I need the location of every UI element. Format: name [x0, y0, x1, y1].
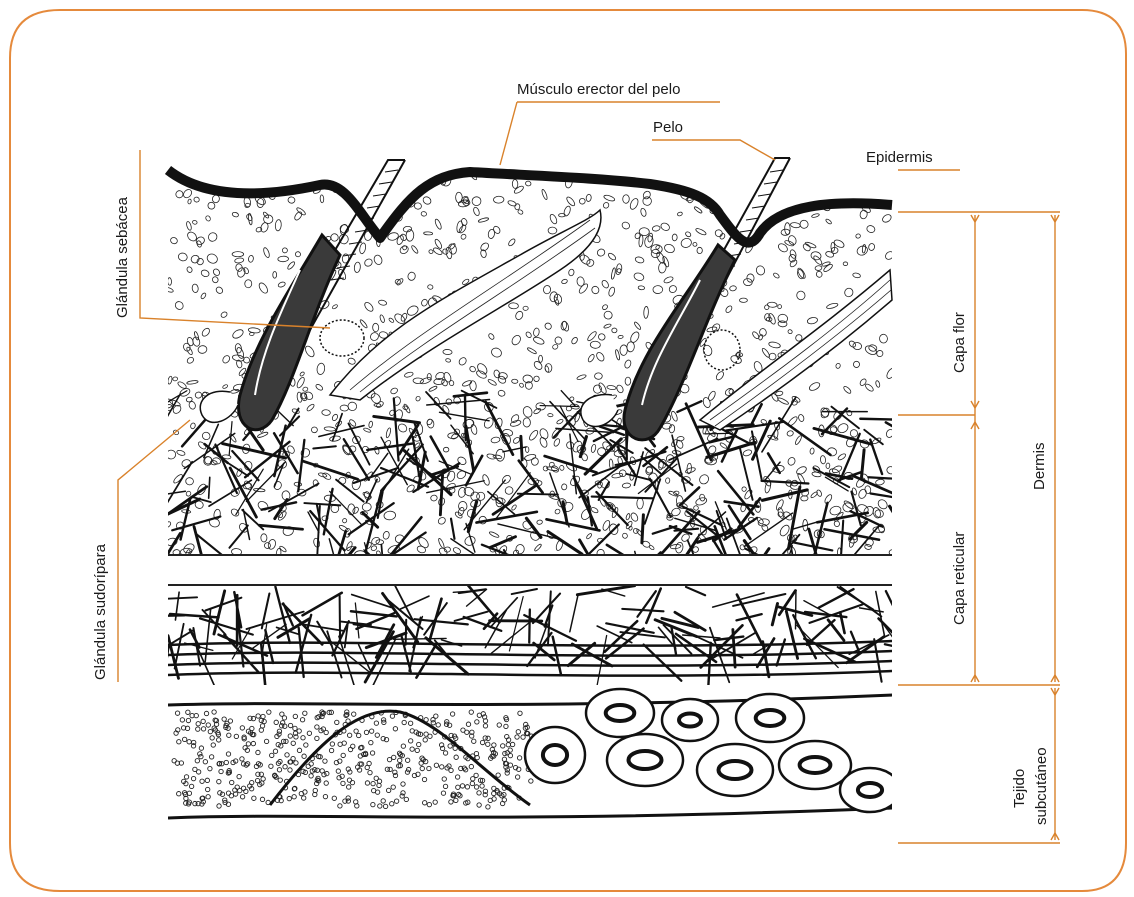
- label-capa-reticular: Capa reticular: [952, 532, 967, 625]
- label-capa-flor: Capa flor: [952, 312, 967, 373]
- label-dermis: Dermis: [1032, 443, 1047, 491]
- label-tejido: Tejido: [1012, 769, 1027, 808]
- label-glandula-sebacea: Glándula sebácea: [115, 197, 130, 318]
- label-subcutaneo: subcutáneo: [1034, 747, 1049, 825]
- label-epidermis: Epidermis: [866, 150, 933, 165]
- erector-muscle-right: [700, 270, 892, 430]
- subcutaneous-texture: [168, 689, 900, 818]
- label-glandula-sudoripara: Glándula sudorípara: [93, 544, 108, 680]
- label-musculo-erector: Músculo erector del pelo: [517, 82, 680, 97]
- label-pelo: Pelo: [653, 120, 683, 135]
- dermis-lower-texture: [161, 585, 909, 700]
- epidermis-layer: [168, 170, 892, 243]
